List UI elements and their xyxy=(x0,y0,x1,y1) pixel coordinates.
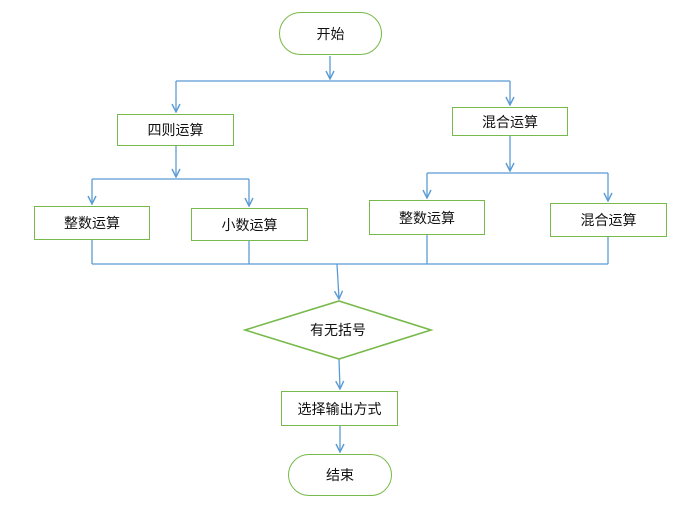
integer-ops-right-label: 整数运算 xyxy=(399,210,455,227)
output-node: 选择输出方式 xyxy=(281,391,398,426)
end-node: 结束 xyxy=(288,454,392,496)
start-node: 开始 xyxy=(279,12,382,55)
mixed-ops-right-label: 混合运算 xyxy=(580,213,637,229)
connector-decision-down xyxy=(339,358,340,389)
mixed-ops-node: 混合运算 xyxy=(452,107,568,136)
decision-label-wrap: 有无括号 xyxy=(245,301,431,359)
decimal-ops-label: 小数运算 xyxy=(221,217,278,234)
connector-to-decision xyxy=(337,263,339,299)
integer-ops-right-node: 整数运算 xyxy=(369,200,485,235)
start-label: 开始 xyxy=(316,26,345,43)
integer-ops-left-node: 整数运算 xyxy=(34,206,150,240)
decimal-ops-node: 小数运算 xyxy=(191,208,308,241)
output-label: 选择输出方式 xyxy=(297,401,382,418)
four-ops-node: 四则运算 xyxy=(117,114,234,146)
decision-label: 有无括号 xyxy=(310,323,366,339)
mixed-ops-label: 混合运算 xyxy=(482,114,538,131)
end-label: 结束 xyxy=(326,468,354,484)
decision-diamond xyxy=(242,300,434,360)
integer-ops-left-label: 整数运算 xyxy=(64,216,120,232)
four-ops-label: 四则运算 xyxy=(147,123,204,139)
mixed-ops-right-node: 混合运算 xyxy=(550,203,667,237)
